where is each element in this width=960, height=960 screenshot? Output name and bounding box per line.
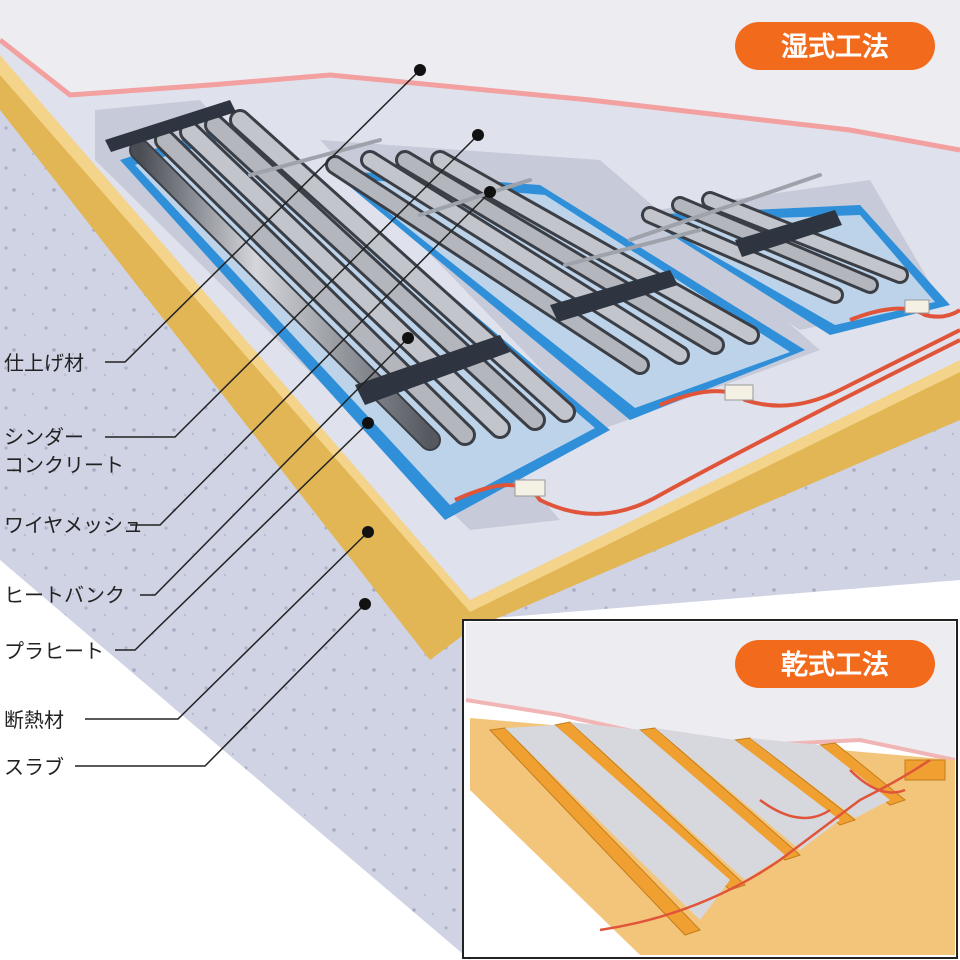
label-slab: スラブ bbox=[4, 755, 64, 779]
label-wire-mesh: ワイヤメッシュ bbox=[4, 513, 143, 537]
part-labels: 仕上げ材 シンダー コンクリート ワイヤメッシュ ヒートバンク プラヒート 断熱… bbox=[4, 351, 143, 779]
dry-joists bbox=[488, 721, 946, 936]
dry-panels bbox=[505, 722, 890, 920]
label-heat-bank: ヒートバンク bbox=[4, 583, 125, 607]
leader-lines bbox=[75, 69, 491, 767]
wet-method-label: 湿式工法 bbox=[781, 32, 889, 63]
label-finish: 仕上げ材 bbox=[4, 351, 84, 375]
leader-dots bbox=[359, 64, 496, 610]
label-pla-heat: プラヒート bbox=[4, 639, 104, 663]
dry-cables bbox=[599, 758, 931, 932]
wet-method-badge: 湿式工法 bbox=[735, 22, 935, 70]
label-cinder-line2: コンクリート bbox=[4, 453, 124, 477]
label-cinder-line1: シンダー bbox=[4, 425, 84, 449]
pla-heat-cables bbox=[454, 299, 960, 516]
insulation-layer bbox=[0, 55, 960, 660]
pipe-bundle-2 bbox=[325, 150, 760, 375]
clamps bbox=[105, 100, 842, 405]
label-insulation: 断熱材 bbox=[4, 708, 64, 732]
pipe-bundle-1 bbox=[129, 109, 576, 451]
dry-method-label: 乾式工法 bbox=[781, 650, 889, 681]
finish-material-layer bbox=[0, 0, 960, 153]
wire-mesh bbox=[248, 138, 822, 267]
dry-method-inset: 乾式工法 bbox=[462, 619, 958, 959]
